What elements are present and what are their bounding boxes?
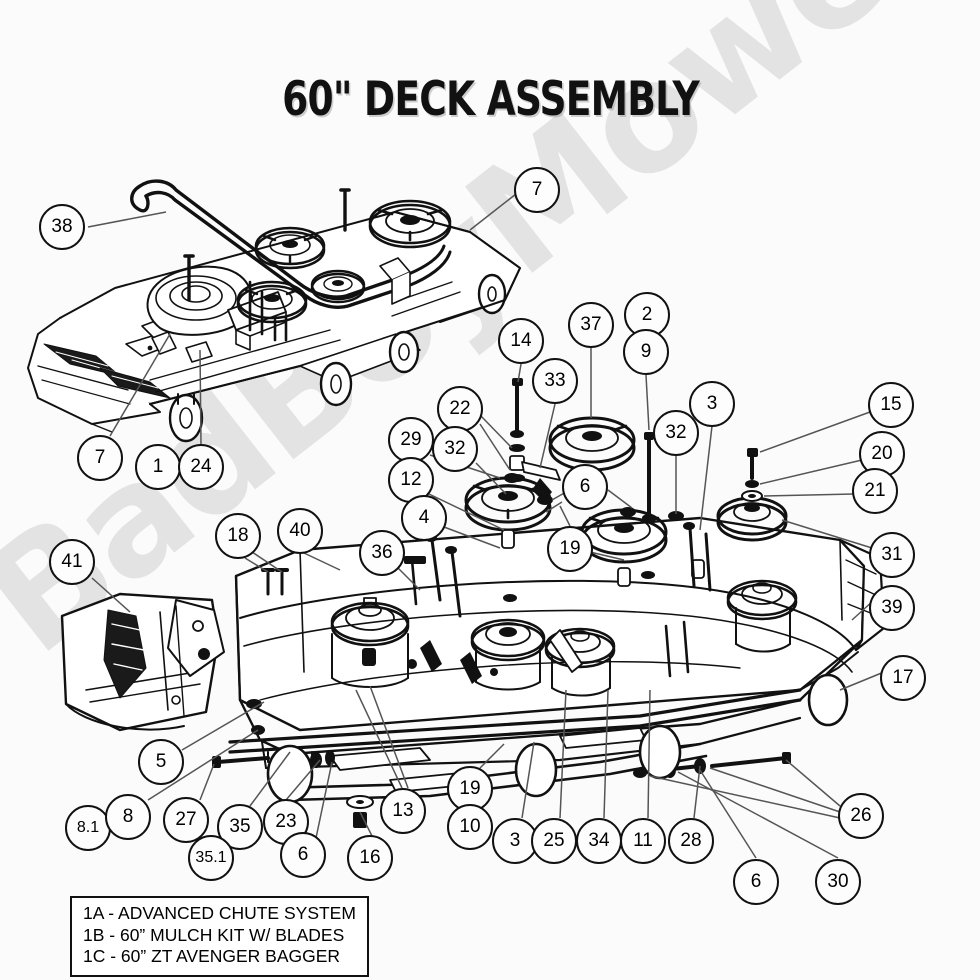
callout-10[interactable]: 10 xyxy=(447,804,493,850)
callout-11[interactable]: 11 xyxy=(620,818,666,864)
callout-29[interactable]: 29 xyxy=(388,417,434,463)
callout-5[interactable]: 5 xyxy=(138,739,184,785)
callout-31[interactable]: 31 xyxy=(869,532,915,578)
callout-27[interactable]: 27 xyxy=(163,797,209,843)
callout-3[interactable]: 3 xyxy=(689,381,735,427)
callout-21[interactable]: 21 xyxy=(852,468,898,514)
page-title: 60" DECK ASSEMBLY xyxy=(0,72,980,127)
callout-41[interactable]: 41 xyxy=(49,539,95,585)
callout-35-1[interactable]: 35.1 xyxy=(188,835,234,881)
callout-37[interactable]: 37 xyxy=(568,302,614,348)
legend-line-1a: 1A - ADVANCED CHUTE SYSTEM xyxy=(83,903,356,923)
callout-9[interactable]: 9 xyxy=(623,329,669,375)
callout-30[interactable]: 30 xyxy=(815,859,861,905)
callout-17[interactable]: 17 xyxy=(880,655,926,701)
callout-3[interactable]: 3 xyxy=(492,818,538,864)
callout-4[interactable]: 4 xyxy=(401,495,447,541)
callout-7[interactable]: 7 xyxy=(514,167,560,213)
callout-26[interactable]: 26 xyxy=(838,793,884,839)
callout-34[interactable]: 34 xyxy=(576,818,622,864)
callout-39[interactable]: 39 xyxy=(869,585,915,631)
callout-8[interactable]: 8 xyxy=(105,794,151,840)
callout-1[interactable]: 1 xyxy=(135,444,181,490)
legend-line-1b: 1B - 60” MULCH KIT W/ BLADES xyxy=(83,924,345,945)
callout-36[interactable]: 36 xyxy=(359,530,405,576)
callout-6[interactable]: 6 xyxy=(733,859,779,905)
upper-deck-assembly xyxy=(27,179,521,443)
callout-28[interactable]: 28 xyxy=(668,818,714,864)
legend-line-1c: 1C - 60” ZT AVENGER BAGGER xyxy=(83,946,341,967)
callout-19[interactable]: 19 xyxy=(447,766,493,812)
callout-16[interactable]: 16 xyxy=(347,835,393,881)
callout-25[interactable]: 25 xyxy=(531,818,577,864)
callout-22[interactable]: 22 xyxy=(437,386,483,432)
callout-32[interactable]: 32 xyxy=(653,410,699,456)
callout-33[interactable]: 33 xyxy=(532,358,578,404)
callout-13[interactable]: 13 xyxy=(380,788,426,834)
callout-18[interactable]: 18 xyxy=(215,513,261,559)
callout-8-1[interactable]: 8.1 xyxy=(65,805,111,851)
callout-38[interactable]: 38 xyxy=(39,204,85,250)
page-title-text: 60" DECK ASSEMBLY xyxy=(281,72,700,127)
callout-14[interactable]: 14 xyxy=(498,318,544,364)
callout-6[interactable]: 6 xyxy=(562,464,608,510)
callout-19[interactable]: 19 xyxy=(547,526,593,572)
callout-7[interactable]: 7 xyxy=(77,435,123,481)
callout-32[interactable]: 32 xyxy=(432,426,478,472)
callout-6[interactable]: 6 xyxy=(280,832,326,878)
callout-15[interactable]: 15 xyxy=(868,382,914,428)
callout-40[interactable]: 40 xyxy=(277,508,323,554)
callout-24[interactable]: 24 xyxy=(178,444,224,490)
legend-box: 1A - ADVANCED CHUTE SYSTEM 1B - 60” MULC… xyxy=(70,896,369,977)
